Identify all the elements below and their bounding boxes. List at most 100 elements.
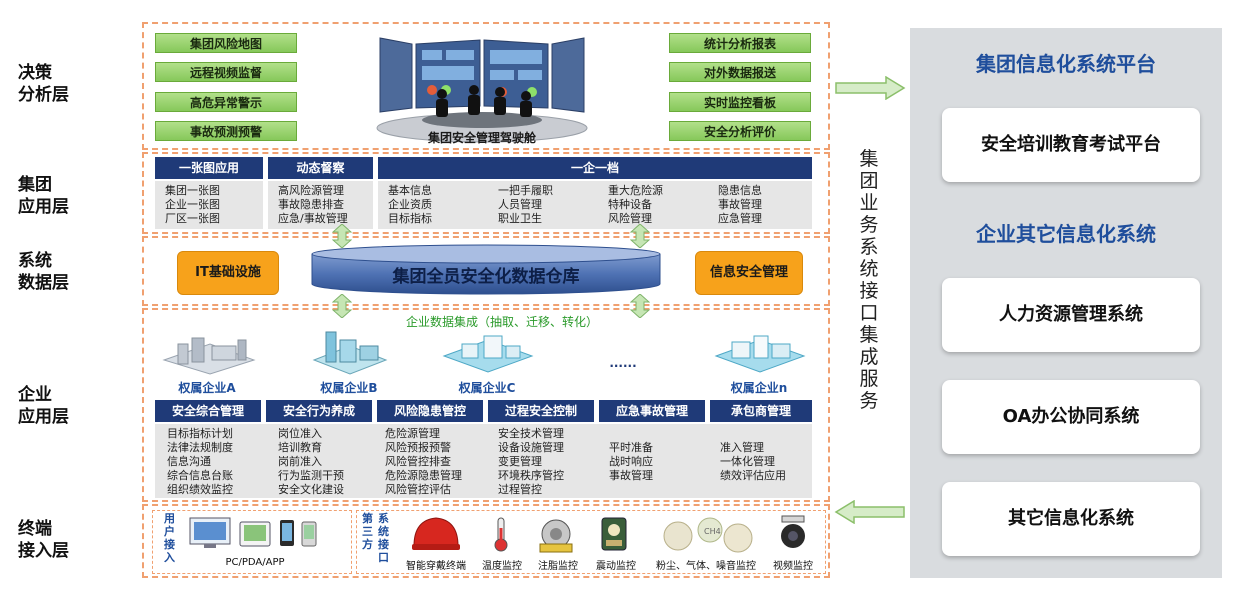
ent-header-process-safety[interactable]: 过程安全控制 [488,400,594,422]
double-arrow-icon [630,224,650,248]
list-item: 变更管理 [498,455,542,468]
devices-icon [189,517,317,548]
panel-box-other-systems[interactable]: 其它信息化系统 [942,482,1200,556]
list-item: 设备设施管理 [498,441,564,454]
list-item: 综合信息台账 [167,469,233,482]
ent-col-1: 目标指标计划 法律法规制度 信息沟通 综合信息台账 组织绩效监控 [155,424,261,498]
group-col-block [378,181,812,229]
decision-right-button-4[interactable]: 安全分析评价 [669,121,811,141]
user-access-box [152,510,352,574]
group-header-one-map[interactable]: 一张图应用 [155,157,263,179]
arrow-right-icon [835,76,906,100]
enterprise-ellipsis: ...... [609,356,637,370]
interface-vertical-text: 集团业务系统接口集成服务 [859,148,879,412]
list-item: 人员管理 [498,198,542,211]
list-item: 高风险源管理 [278,184,344,197]
list-item: 安全技术管理 [498,427,564,440]
factory-icon [442,335,534,373]
it-infrastructure-box[interactable]: IT基础设施 [177,251,279,295]
list-item: 一把手履职 [498,184,553,197]
list-item: 风险管理 [608,212,652,225]
group-col-3: 基本信息 企业资质 目标指标 [378,181,488,229]
double-arrow-icon [332,224,352,248]
factory-icon [312,331,388,375]
panel-box-oa-system[interactable]: OA办公协同系统 [942,380,1200,454]
factory-icon [162,337,256,375]
list-item: 过程管控 [498,483,542,496]
integration-label: 企业数据集成（抽取、迁移、转化） [405,315,598,329]
double-arrow-icon [332,294,352,318]
enterprise-label-n[interactable]: 权属企业n [730,381,788,395]
list-item: 事故管理 [609,469,653,482]
list-item: 一体化管理 [720,455,775,468]
ent-col-6: 准入管理 一体化管理 绩效评估应用 [710,438,812,490]
icon-caption-temperature: 温度监控 [482,561,522,572]
icon-caption-video: 视频监控 [773,561,813,572]
decision-left-button-4[interactable]: 事故预测预警 [155,121,297,141]
list-item: 安全文化建设 [278,483,344,496]
decision-right-button-2[interactable]: 对外数据报送 [669,62,811,82]
ent-header-safety-behavior[interactable]: 安全行为养成 [266,400,372,422]
decision-left-button-2[interactable]: 远程视频监督 [155,62,297,82]
layer-label-group-app: 集团 应用层 [18,175,69,217]
grease-monitor-icon [539,519,573,553]
list-item: 组织绩效监控 [167,483,233,496]
list-item: 企业一张图 [165,198,220,211]
decision-right-button-1[interactable]: 统计分析报表 [669,33,811,53]
enterprise-label-c[interactable]: 权属企业C [458,381,516,395]
list-item: 厂区一张图 [165,212,220,225]
list-item: 事故隐患排查 [278,198,344,211]
list-item: 环境秩序管控 [498,469,564,482]
group-header-dynamic-inspection[interactable]: 动态督察 [268,157,373,179]
list-item: 危险源管理 [385,427,440,440]
panel-box-training-platform[interactable]: 安全培训教育考试平台 [942,108,1200,182]
vibration-monitor-icon [601,517,627,551]
icon-caption-vibration: 震动监控 [596,561,636,572]
ent-header-emergency[interactable]: 应急事故管理 [599,400,705,422]
decision-section [142,22,830,150]
decision-right-button-3[interactable]: 实时监控看板 [669,92,811,112]
enterprise-label-b[interactable]: 权属企业B [320,381,378,395]
list-item: 平时准备 [609,441,653,454]
icon-caption-grease: 注脂监控 [538,561,578,572]
group-col-5: 重大危险源 特种设备 风险管理 [598,181,708,229]
panel-box-hr-system[interactable]: 人力资源管理系统 [942,278,1200,352]
list-item: 企业资质 [388,198,432,211]
info-security-box[interactable]: 信息安全管理 [695,251,803,295]
list-item: 风险管控评估 [385,483,451,496]
panel-title-group-platform: 集团信息化系统平台 [976,52,1156,76]
layer-label-system-data: 系统 数据层 [18,251,69,293]
list-item: 应急/事故管理 [278,212,348,225]
double-arrow-icon [630,294,650,318]
decision-left-button-3[interactable]: 高危异常警示 [155,92,297,112]
list-item: 职业卫生 [498,212,542,225]
ent-header-risk-control[interactable]: 风险隐患管控 [377,400,483,422]
icon-caption-gas: 粉尘、气体、噪音监控 [656,561,756,572]
decision-left-button-1[interactable]: 集团风险地图 [155,33,297,53]
list-item: 法律法规制度 [167,441,233,454]
user-access-label: 用户接入 [164,512,175,564]
ent-col-2: 岗位准入 培训教育 岗前准入 行为监测干预 安全文化建设 [266,424,372,498]
list-item: 培训教育 [278,441,322,454]
ent-header-safety-integrated[interactable]: 安全综合管理 [155,400,261,422]
enterprise-label-a[interactable]: 权属企业A [178,381,236,395]
camera-icon [781,515,805,548]
list-item: 岗位准入 [278,427,322,440]
list-item: 应急管理 [718,212,762,225]
factory-icon [714,335,806,373]
list-item: 危险源隐患管理 [385,469,462,482]
list-item: 风险预报预警 [385,441,451,454]
helmet-icon [412,517,460,550]
list-item: 隐患信息 [718,184,762,197]
group-header-one-enterprise-file[interactable]: 一企一档 [378,157,812,179]
list-item: 事故管理 [718,198,762,211]
list-item: 岗前准入 [278,455,322,468]
list-item: 目标指标计划 [167,427,233,440]
icon-caption-wearable: 智能穿戴终端 [406,561,466,572]
group-col-1: 集团一张图 企业一张图 厂区一张图 [155,181,263,229]
ent-grid-background [155,424,812,498]
layer-label-decision: 决策 分析层 [18,63,69,105]
group-col-6: 隐患信息 事故管理 应急管理 [708,181,812,229]
gas-dust-noise-icon: CH4 [663,517,753,553]
ent-header-contractor[interactable]: 承包商管理 [710,400,812,422]
